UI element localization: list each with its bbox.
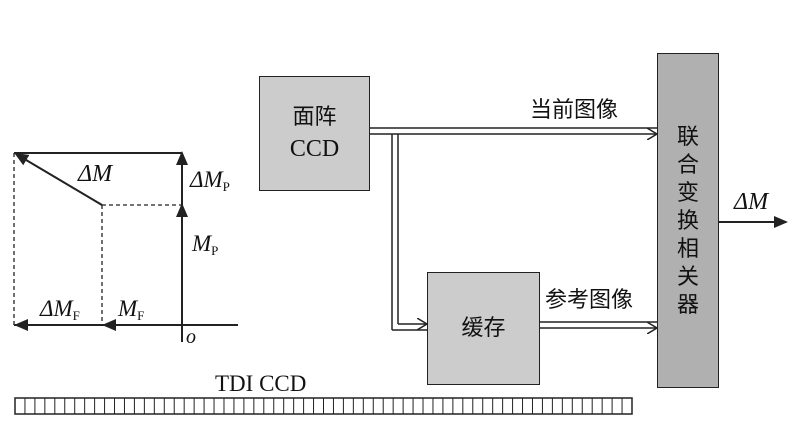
output-delta-m-label: ΔM	[734, 189, 769, 215]
area-ccd-block: 面阵 CCD	[259, 76, 370, 191]
delta-mp-subscript: P	[222, 179, 230, 194]
mp-symbol: M	[192, 231, 212, 256]
area-ccd-label-cn: 面阵	[292, 105, 337, 130]
tdi-ccd-cells	[24, 398, 623, 414]
delta-mf-symbol: ΔM	[40, 296, 73, 321]
delta-m-label: ΔM	[78, 161, 113, 187]
delta-mf-label: ΔMF	[40, 297, 80, 322]
correlator-block: 联合变换相关器	[657, 53, 719, 388]
current-image-label: 当前图像	[530, 98, 619, 123]
mp-subscript: P	[211, 243, 219, 258]
mf-subscript: F	[137, 308, 145, 323]
tdi-ccd-label: TDI CCD	[215, 371, 307, 396]
area-ccd-label-en: CCD	[289, 136, 340, 162]
buffer-label: 缓存	[461, 316, 506, 341]
delta-mp-symbol: ΔM	[190, 167, 223, 192]
correlator-label: 联合变换相关器	[677, 125, 700, 318]
origin-label: o	[186, 326, 196, 348]
reference-image-label: 参考图像	[545, 288, 634, 313]
mf-label: MF	[118, 297, 144, 322]
vector-diagram	[13, 151, 238, 342]
mp-label: MP	[192, 232, 218, 257]
mf-symbol: M	[118, 296, 138, 321]
delta-mp-label: ΔMP	[190, 168, 230, 193]
flow-connectors	[370, 127, 788, 330]
delta-m-arrow	[14, 152, 103, 206]
buffer-block: 缓存	[427, 272, 540, 385]
delta-mf-subscript: F	[72, 308, 80, 323]
